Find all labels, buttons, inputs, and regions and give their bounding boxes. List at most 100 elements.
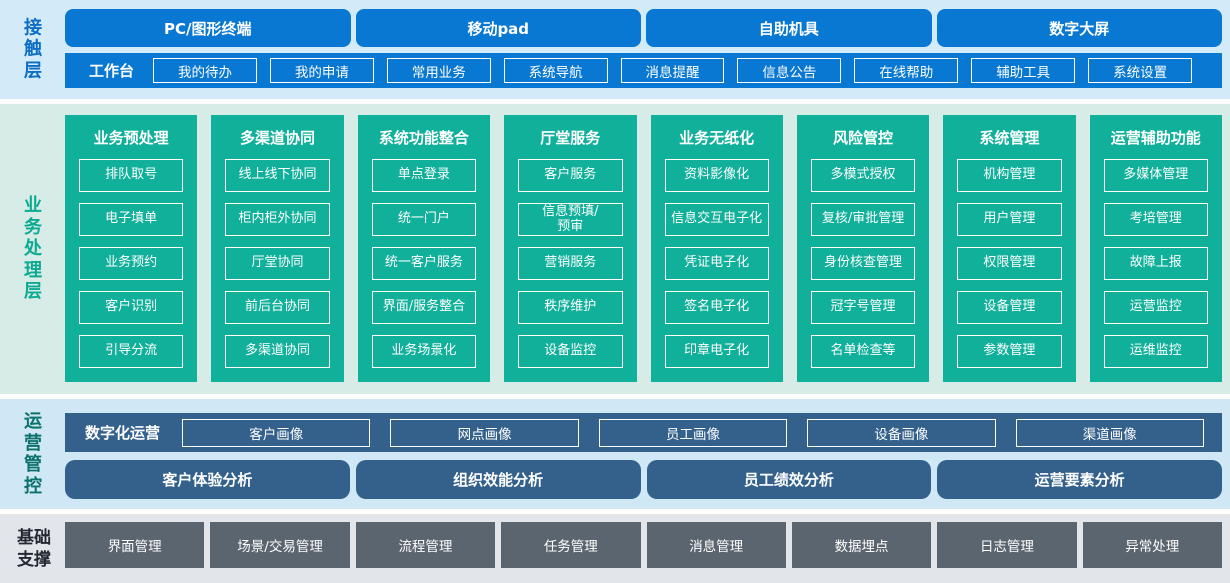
portrait-channel: 渠道画像 xyxy=(1015,418,1204,447)
module-item: 故障上报 xyxy=(1103,247,1208,280)
column-lobby-service: 厅堂服务 客户服务 信息预填/ 预审 营销服务 秩序维护 设备监控 xyxy=(504,115,637,382)
module-item: 统一客户服务 xyxy=(371,247,477,280)
foundation-log-management: 日志管理 xyxy=(937,522,1077,568)
operations-section: 运营管控 数字化运营 客户画像 网点画像 员工画像 设备画像 渠道画像 客户体验… xyxy=(0,399,1230,509)
workbench-item-common-business: 常用业务 xyxy=(386,58,491,83)
workbench-label: 工作台 xyxy=(89,62,135,80)
column-title: 系统功能整合 xyxy=(378,129,469,147)
analysis-customer-experience: 客户体验分析 xyxy=(65,460,350,499)
module-item: 机构管理 xyxy=(957,159,1062,192)
module-item: 印章电子化 xyxy=(664,335,769,368)
workbench-item-applications: 我的申请 xyxy=(269,58,374,83)
module-item: 身份核查管理 xyxy=(810,247,916,280)
column-system-management: 系统管理 机构管理 用户管理 权限管理 设备管理 参数管理 xyxy=(943,115,1076,382)
foundation-task-management: 任务管理 xyxy=(501,522,641,568)
workbench-item-online-help: 在线帮助 xyxy=(854,58,959,83)
module-item: 多模式授权 xyxy=(810,159,916,192)
terminal-pc: PC/图形终端 xyxy=(65,9,351,47)
module-item: 签名电子化 xyxy=(664,291,769,324)
column-title: 系统管理 xyxy=(979,129,1040,147)
module-item: 界面/服务整合 xyxy=(371,291,477,324)
workbench-item-system-nav: 系统导航 xyxy=(503,58,608,83)
module-item: 引导分流 xyxy=(79,335,184,368)
column-title: 厅堂服务 xyxy=(540,129,601,147)
module-item: 单点登录 xyxy=(371,159,477,192)
foundation-row: 界面管理 场景/交易管理 流程管理 任务管理 消息管理 数据埋点 日志管理 异常… xyxy=(65,522,1222,568)
column-title: 业务无纸化 xyxy=(679,129,755,147)
module-item: 用户管理 xyxy=(957,203,1062,236)
workbench-item-message-reminder: 消息提醒 xyxy=(620,58,725,83)
digital-operation-bar: 数字化运营 客户画像 网点画像 员工画像 设备画像 渠道画像 xyxy=(65,413,1222,452)
foundation-ui-management: 界面管理 xyxy=(65,522,205,568)
module-item: 电子填单 xyxy=(79,203,184,236)
module-item: 信息交互电子化 xyxy=(664,203,769,236)
portrait-customer: 客户画像 xyxy=(182,418,371,447)
module-item: 客户服务 xyxy=(518,159,623,192)
module-item: 名单检查等 xyxy=(810,335,916,368)
digital-operation-label: 数字化运营 xyxy=(85,424,161,442)
analysis-operation-elements: 运营要素分析 xyxy=(937,460,1222,499)
column-multichannel-collab: 多渠道协同 线上线下协同 柜内柜外协同 厅堂协同 前后台协同 多渠道协同 xyxy=(211,115,344,382)
analysis-row: 客户体验分析 组织效能分析 员工绩效分析 运营要素分析 xyxy=(65,460,1222,499)
workbench-item-system-settings: 系统设置 xyxy=(1088,58,1193,83)
terminal-row: PC/图形终端 移动pad 自助机具 数字大屏 xyxy=(65,9,1222,47)
module-item: 统一门户 xyxy=(371,203,477,236)
module-item: 秩序维护 xyxy=(518,291,623,324)
portrait-branch: 网点画像 xyxy=(390,418,579,447)
business-layer-section: 业务处理层 业务预处理 排队取号 电子填单 业务预约 客户识别 引导分流 多渠道… xyxy=(0,104,1230,394)
column-title: 风险管控 xyxy=(833,129,894,147)
module-item: 考培管理 xyxy=(1103,203,1208,236)
column-risk-control: 风险管控 多模式授权 复核/审批管理 身份核查管理 冠字号管理 名单检查等 xyxy=(796,115,930,382)
contact-layer-label: 接触层 xyxy=(24,17,42,82)
module-item: 资料影像化 xyxy=(664,159,769,192)
terminal-mobile-pad: 移动pad xyxy=(355,9,641,47)
foundation-exception-handling: 异常处理 xyxy=(1082,522,1222,568)
foundation-section: 基础支撑 界面管理 场景/交易管理 流程管理 任务管理 消息管理 数据埋点 日志… xyxy=(0,514,1230,583)
module-item: 业务预约 xyxy=(79,247,184,280)
workbench-item-todo: 我的待办 xyxy=(153,58,257,83)
module-item: 厅堂协同 xyxy=(225,247,330,280)
portrait-device: 设备画像 xyxy=(807,418,996,447)
foundation-process-management: 流程管理 xyxy=(355,522,496,568)
foundation-scene-transaction: 场景/交易管理 xyxy=(210,522,350,568)
module-item: 冠字号管理 xyxy=(810,291,916,324)
workbench-bar: 工作台 我的待办 我的申请 常用业务 系统导航 消息提醒 信息公告 在线帮助 辅… xyxy=(65,53,1222,88)
terminal-self-service: 自助机具 xyxy=(646,9,932,47)
workbench-item-aux-tools: 辅助工具 xyxy=(971,58,1076,83)
terminal-digital-screen: 数字大屏 xyxy=(936,9,1222,47)
portrait-employee: 员工画像 xyxy=(598,418,788,447)
module-item: 凭证电子化 xyxy=(664,247,769,280)
column-title: 业务预处理 xyxy=(93,129,169,147)
module-columns: 业务预处理 排队取号 电子填单 业务预约 客户识别 引导分流 多渠道协同 线上线… xyxy=(65,115,1222,382)
module-item: 运维监控 xyxy=(1103,335,1208,368)
module-item: 复核/审批管理 xyxy=(810,203,916,236)
module-item: 运营监控 xyxy=(1103,291,1208,324)
module-item: 参数管理 xyxy=(957,335,1062,368)
module-item: 柜内柜外协同 xyxy=(225,203,330,236)
module-item: 设备管理 xyxy=(957,291,1062,324)
workbench-item-info-notice: 信息公告 xyxy=(737,58,842,83)
module-item: 前后台协同 xyxy=(225,291,330,324)
module-item: 权限管理 xyxy=(957,247,1062,280)
foundation-label: 基础支撑 xyxy=(17,527,51,570)
module-item: 线上线下协同 xyxy=(225,159,330,192)
business-layer-label: 业务处理层 xyxy=(24,195,42,303)
column-system-integration: 系统功能整合 单点登录 统一门户 统一客户服务 界面/服务整合 业务场景化 xyxy=(357,115,491,382)
column-title: 运营辅助功能 xyxy=(1110,129,1201,147)
module-item: 排队取号 xyxy=(79,159,184,192)
column-operation-aux: 运营辅助功能 多媒体管理 考培管理 故障上报 运营监控 运维监控 xyxy=(1089,115,1222,382)
foundation-data-tracking: 数据埋点 xyxy=(791,522,932,568)
module-item: 客户识别 xyxy=(79,291,184,324)
analysis-employee-performance: 员工绩效分析 xyxy=(646,460,932,499)
analysis-org-efficiency: 组织效能分析 xyxy=(355,460,641,499)
foundation-message-management: 消息管理 xyxy=(646,522,786,568)
module-item: 多渠道协同 xyxy=(225,335,330,368)
column-business-preprocessing: 业务预处理 排队取号 电子填单 业务预约 客户识别 引导分流 xyxy=(65,115,198,382)
operations-label: 运营管控 xyxy=(24,410,42,497)
column-paperless-business: 业务无纸化 资料影像化 信息交互电子化 凭证电子化 签名电子化 印章电子化 xyxy=(650,115,783,382)
column-title: 多渠道协同 xyxy=(240,129,316,147)
module-item: 业务场景化 xyxy=(371,335,477,368)
contact-layer-section: 接触层 PC/图形终端 移动pad 自助机具 数字大屏 工作台 我的待办 我的申… xyxy=(0,0,1230,99)
module-item: 设备监控 xyxy=(518,335,623,368)
module-item: 营销服务 xyxy=(518,247,623,280)
